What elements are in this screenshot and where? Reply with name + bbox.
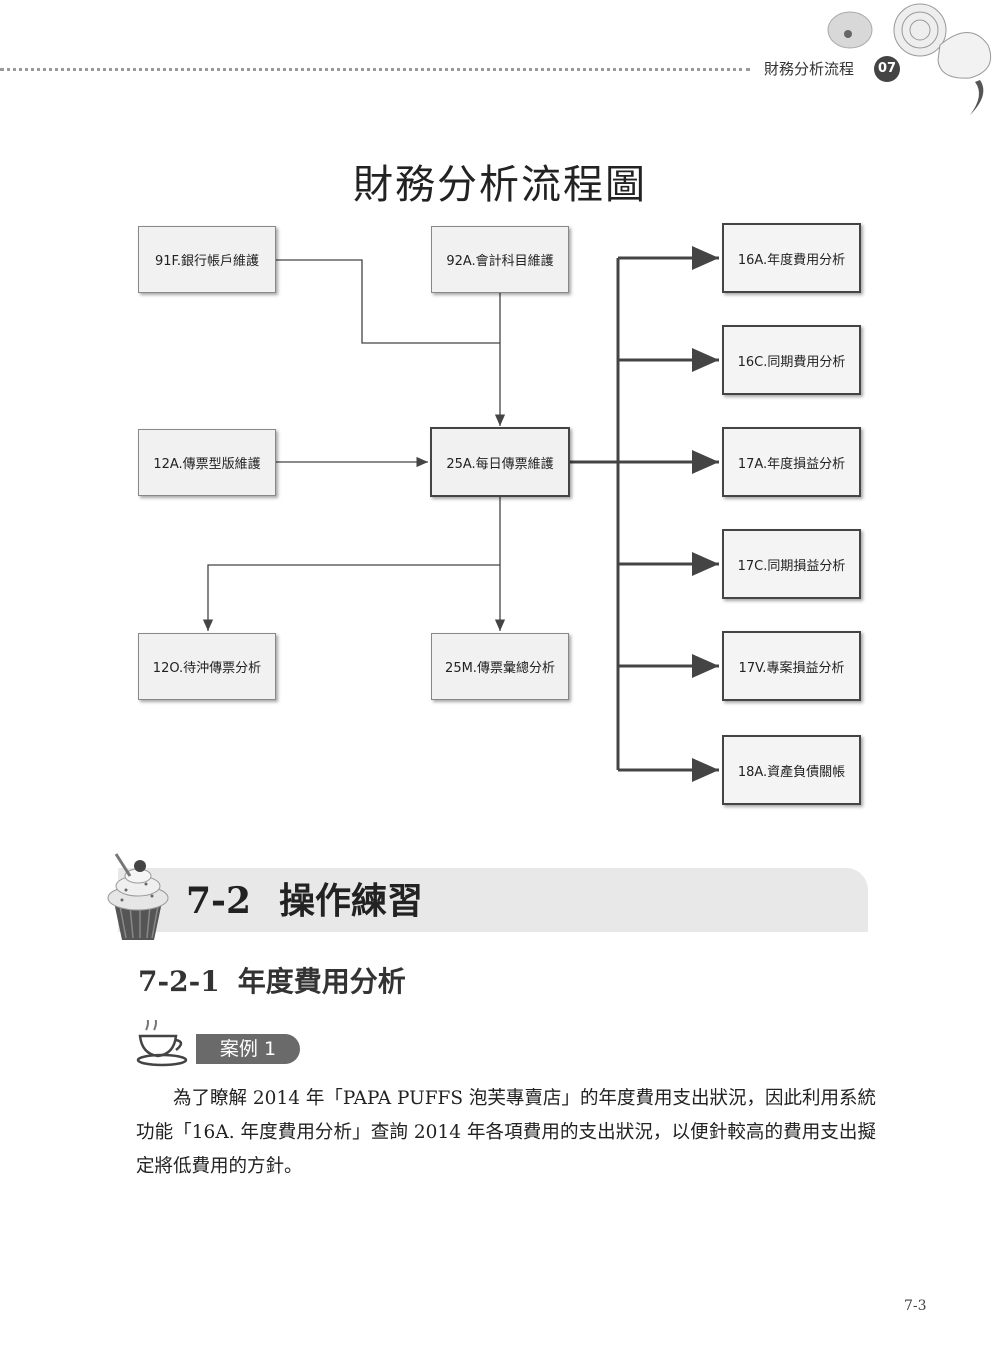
subsection-title-text: 年度費用分析	[237, 965, 406, 998]
node-16a: 16A.年度費用分析	[722, 223, 861, 293]
chapter-number-badge: 07	[874, 56, 900, 82]
body-paragraph: 為了瞭解 2014 年「PAPA PUFFS 泡芙專賣店」的年度費用支出狀況，因…	[136, 1088, 876, 1177]
section-band	[118, 868, 868, 932]
node-17c: 17C.同期損益分析	[722, 529, 861, 599]
node-25a: 25A.每日傳票維護	[430, 427, 570, 497]
subsection-heading: 7-2-1 年度費用分析	[138, 960, 406, 1000]
node-92a: 92A.會計科目維護	[431, 226, 569, 293]
page-number: 7-3	[904, 1298, 927, 1314]
node-12a: 12A.傳票型版維護	[138, 429, 276, 496]
connector-91f-25a	[276, 259, 500, 344]
subsection-number: 7-2-1	[138, 965, 220, 998]
section-heading: 7-2 操作練習	[186, 872, 423, 924]
node-18a: 18A.資產負債關帳	[722, 735, 861, 805]
chart-title: 財務分析流程圖	[353, 162, 647, 208]
node-91f: 91F.銀行帳戶維護	[138, 226, 276, 293]
node-17a: 17A.年度損益分析	[722, 427, 861, 497]
vegetable-decoration-icon	[827, 3, 992, 115]
node-25m: 25M.傳票彙總分析	[431, 633, 569, 700]
chapter-name: 財務分析流程	[764, 60, 855, 78]
connector-25a-12o	[202, 564, 500, 631]
section-title-text: 操作練習	[279, 880, 424, 922]
node-17v: 17V.專案損益分析	[722, 631, 861, 701]
node-12o: 12O.待沖傳票分析	[138, 633, 276, 700]
case-label: 案例 1	[196, 1034, 300, 1064]
cupcake-icon	[107, 853, 169, 940]
section-number: 7-2	[186, 880, 252, 922]
coffee-cup-icon	[136, 1020, 188, 1067]
header-dotted-line	[0, 68, 750, 71]
node-16c: 16C.同期費用分析	[722, 325, 861, 395]
flow-connectors	[202, 246, 719, 782]
body-text: 為了瞭解 2014 年「PAPA PUFFS 泡芙專賣店」的年度費用支出狀況，因…	[136, 1082, 876, 1184]
